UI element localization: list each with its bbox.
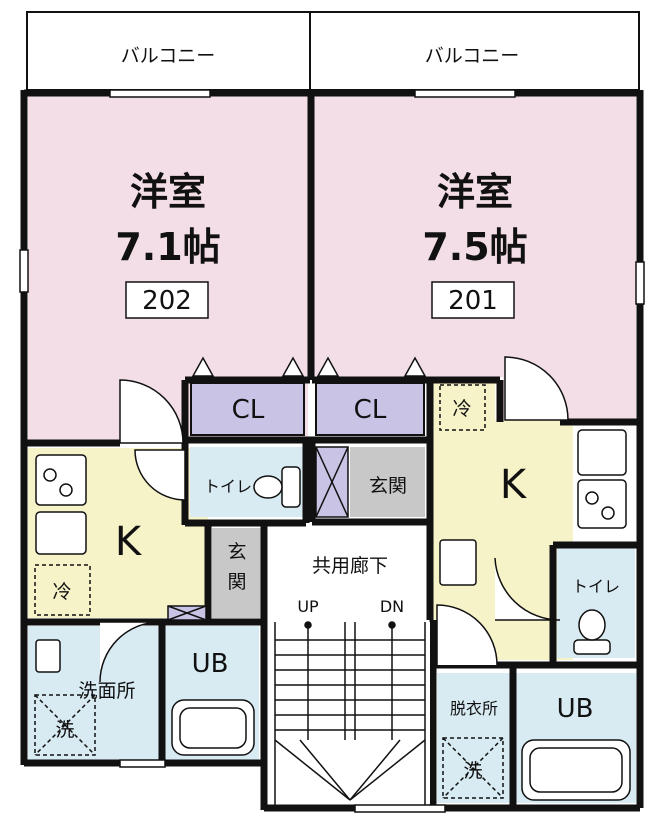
washroom-label-202: 洗面所 bbox=[78, 680, 135, 702]
entrance-label-202-b: 関 bbox=[227, 571, 246, 593]
entrance-201 bbox=[350, 447, 425, 517]
windows bbox=[19, 89, 645, 813]
shoe-box-201 bbox=[315, 446, 349, 518]
fridge-label-202: 冷 bbox=[52, 581, 71, 603]
stair-down-label: DN bbox=[380, 597, 404, 616]
unit-number-201: 201 bbox=[448, 286, 498, 316]
toilet-fixtures bbox=[253, 466, 611, 655]
staircase bbox=[268, 621, 430, 805]
kitchen-label-201: K bbox=[500, 462, 528, 508]
bath-label-202: UB bbox=[192, 649, 229, 679]
entrance-label-202-a: 玄 bbox=[227, 541, 246, 563]
fridge-boxes bbox=[34, 384, 486, 616]
closet-label-202: CL bbox=[232, 395, 265, 425]
unit-number-202: 202 bbox=[142, 286, 192, 316]
kitchen-label-202: K bbox=[115, 519, 143, 565]
walls bbox=[20, 89, 644, 812]
corridor-label: 共用廊下 bbox=[312, 555, 388, 577]
washer-label-202: 洗 bbox=[55, 719, 74, 741]
fridge-label-201: 冷 bbox=[452, 398, 471, 420]
room-size-201: 7.5帖 bbox=[422, 225, 527, 269]
shoe-box-202 bbox=[167, 605, 207, 621]
washer-label-201: 洗 bbox=[463, 760, 482, 782]
toilet-label-202: トイレ bbox=[204, 477, 252, 496]
closet-door-marks bbox=[191, 356, 427, 377]
bathtubs bbox=[171, 699, 631, 801]
entrance-202 bbox=[212, 528, 262, 618]
washer-boxes bbox=[34, 694, 504, 799]
closet-201 bbox=[315, 382, 425, 436]
doors bbox=[99, 356, 569, 683]
closet-label-201: CL bbox=[354, 395, 387, 425]
room-type-201: 洋室 bbox=[437, 170, 513, 214]
western-room-201 bbox=[314, 95, 636, 377]
balcony-label-right: バルコニー bbox=[425, 45, 520, 67]
toilet-label-201: トイレ bbox=[572, 577, 620, 596]
balcony-label-left: バルコニー bbox=[121, 45, 216, 67]
bath-label-201: UB bbox=[557, 694, 594, 724]
balcony-area: バルコニー バルコニー bbox=[26, 11, 640, 91]
stair-up-label: UP bbox=[297, 597, 319, 616]
washroom-label-201: 脱衣所 bbox=[450, 699, 498, 718]
appliances bbox=[35, 429, 627, 673]
room-size-202: 7.1帖 bbox=[115, 225, 220, 269]
entrance-label-201: 玄関 bbox=[369, 475, 407, 497]
room-type-202: 洋室 bbox=[130, 170, 206, 214]
